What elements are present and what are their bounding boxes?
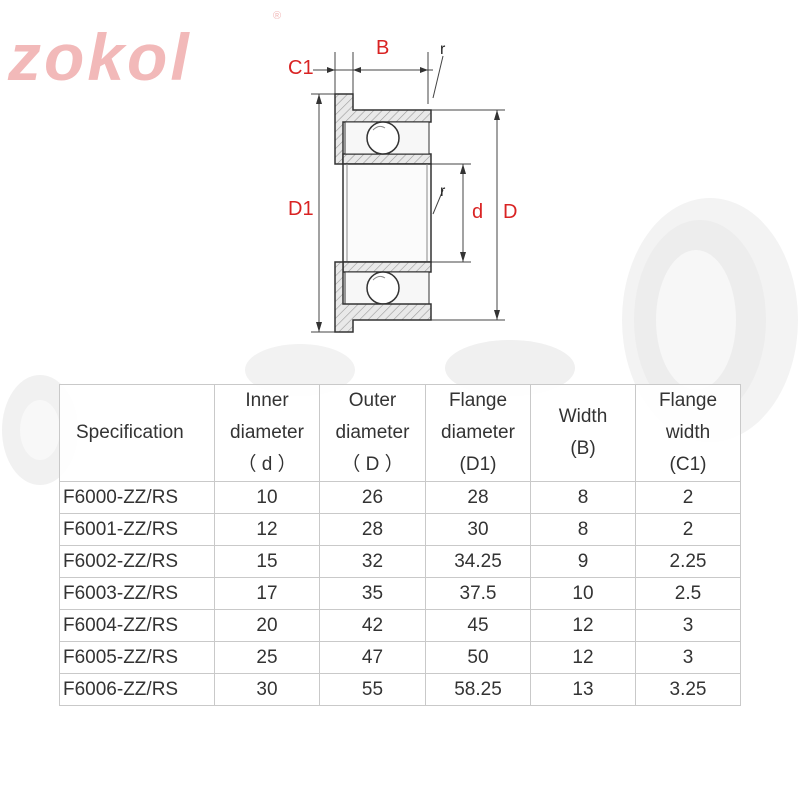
cell-specification: F6004-ZZ/RS — [59, 609, 215, 642]
label-c1: C1 — [288, 57, 314, 79]
cell-inner-diameter: 15 — [214, 545, 320, 578]
cell-specification: F6003-ZZ/RS — [59, 577, 215, 610]
label-d-inner: d — [472, 201, 484, 223]
cell-flange-diameter: 30 — [425, 513, 531, 546]
cell-flange-diameter: 45 — [425, 609, 531, 642]
header-specification: Specification — [59, 384, 215, 482]
cell-outer-diameter: 26 — [319, 481, 426, 514]
cell-outer-diameter: 47 — [319, 641, 426, 674]
cell-flange-width: 3 — [635, 641, 741, 674]
label-r-top: r — [440, 41, 446, 58]
cell-width: 8 — [530, 481, 636, 514]
brand-logo: zokol — [8, 20, 192, 94]
cell-inner-diameter: 17 — [214, 577, 320, 610]
cell-inner-diameter: 30 — [214, 673, 320, 706]
label-r-mid: r — [440, 183, 446, 200]
cell-flange-diameter: 28 — [425, 481, 531, 514]
cell-flange-width: 2.25 — [635, 545, 741, 578]
cell-flange-width: 2 — [635, 481, 741, 514]
cell-outer-diameter: 55 — [319, 673, 426, 706]
cell-flange-diameter: 58.25 — [425, 673, 531, 706]
cell-flange-width: 3 — [635, 609, 741, 642]
cell-specification: F6001-ZZ/RS — [59, 513, 215, 546]
cell-flange-diameter: 34.25 — [425, 545, 531, 578]
cell-flange-width: 2 — [635, 513, 741, 546]
label-d1: D1 — [288, 198, 314, 220]
cell-flange-diameter: 37.5 — [425, 577, 531, 610]
cell-specification: F6006-ZZ/RS — [59, 673, 215, 706]
cell-specification: F6000-ZZ/RS — [59, 481, 215, 514]
cell-width: 8 — [530, 513, 636, 546]
cell-width: 9 — [530, 545, 636, 578]
cell-width: 13 — [530, 673, 636, 706]
bearing-cross-section-diagram — [283, 14, 523, 354]
header-width: Width(B) — [530, 384, 636, 482]
cell-width: 12 — [530, 641, 636, 674]
cell-flange-width: 2.5 — [635, 577, 741, 610]
cell-inner-diameter: 25 — [214, 641, 320, 674]
cell-outer-diameter: 32 — [319, 545, 426, 578]
cell-outer-diameter: 28 — [319, 513, 426, 546]
cell-width: 12 — [530, 609, 636, 642]
cell-specification: F6002-ZZ/RS — [59, 545, 215, 578]
cell-outer-diameter: 42 — [319, 609, 426, 642]
cell-inner-diameter: 20 — [214, 609, 320, 642]
cell-flange-width: 3.25 — [635, 673, 741, 706]
label-b: B — [376, 37, 390, 59]
cell-flange-diameter: 50 — [425, 641, 531, 674]
cell-inner-diameter: 12 — [214, 513, 320, 546]
registered-mark: ® — [273, 10, 282, 22]
cell-width: 10 — [530, 577, 636, 610]
cell-outer-diameter: 35 — [319, 577, 426, 610]
label-d-outer: D — [503, 201, 518, 223]
cell-specification: F6005-ZZ/RS — [59, 641, 215, 674]
cell-inner-diameter: 10 — [214, 481, 320, 514]
